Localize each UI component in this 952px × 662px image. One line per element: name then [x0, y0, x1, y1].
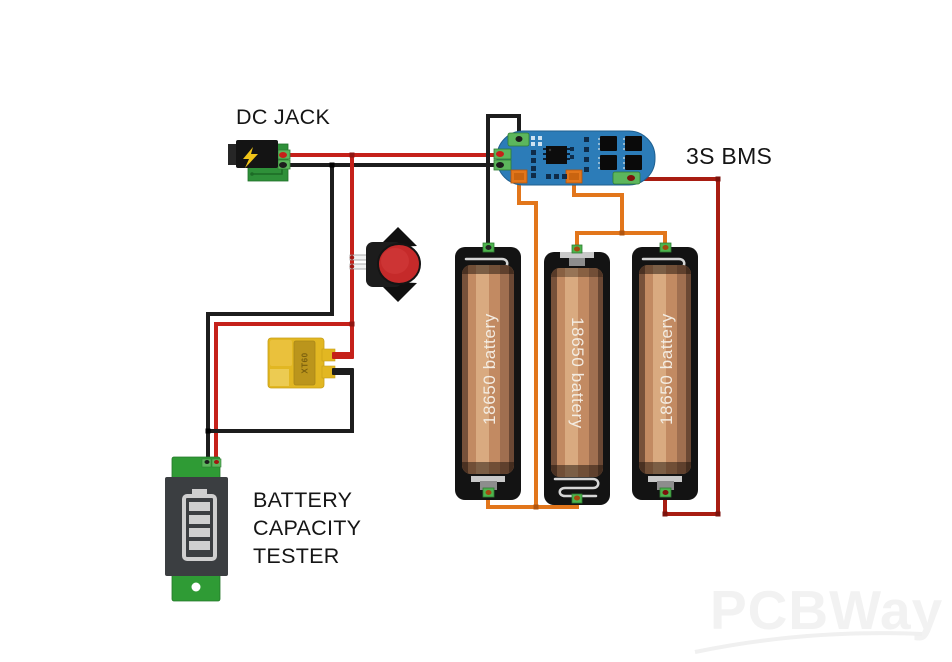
- terminal-plate: [560, 252, 594, 258]
- gauge-battery-outline: [182, 494, 217, 561]
- bms-b2-pad-inner: [569, 173, 579, 180]
- gauge-bar: [189, 515, 210, 524]
- dc-jack: [228, 140, 291, 182]
- solder-joint-black: [515, 136, 523, 142]
- junction-dot: [533, 504, 539, 510]
- pcb-via: [250, 172, 254, 176]
- xt60-red-lead: [332, 352, 354, 359]
- mosfet-chip: [625, 136, 642, 151]
- holder-spring: [553, 477, 600, 498]
- wire-balance-b1-riser: [517, 179, 538, 509]
- gauge-battery-tip: [192, 489, 207, 495]
- bms-smd-pads-light: [531, 136, 542, 146]
- battery1-label: 18650 battery: [480, 313, 499, 425]
- solder-joint-red: [349, 255, 355, 260]
- solder-joint-black: [279, 162, 287, 168]
- battery-cell: [462, 265, 514, 474]
- solder-joint-orange: [574, 495, 580, 501]
- xt60-label: XT60: [301, 352, 310, 373]
- xt60-body-tab: [270, 369, 289, 386]
- solder-joint-black: [485, 245, 492, 250]
- terminal-nub: [569, 258, 585, 266]
- mosfet-chip: [625, 155, 642, 170]
- battery-1: 18650 battery: [455, 242, 521, 500]
- bms-smd-pads-dark: [531, 137, 589, 179]
- tester-display: [165, 477, 228, 576]
- solder-joint-orange: [485, 490, 492, 495]
- gauge-bar: [189, 541, 210, 550]
- button-cap-highlight: [381, 248, 409, 274]
- ic-pins: [543, 148, 570, 160]
- solder-joint-red: [279, 152, 287, 158]
- watermark-text: PCBWay: [710, 579, 943, 641]
- mosfet-chip: [600, 155, 617, 170]
- mosfet-chip: [600, 136, 617, 151]
- bms-label: 3S BMS: [686, 143, 772, 169]
- junction-dot: [715, 511, 721, 517]
- battery-cell: [551, 268, 603, 477]
- xt60-connector: XT60: [267, 337, 354, 389]
- gauge-bar: [189, 502, 210, 511]
- wire-negative-branch-to-tester: [206, 163, 334, 465]
- junction-dot: [349, 321, 355, 327]
- wire-bminus-battery1-to-bms: [486, 114, 521, 252]
- junction-dot: [329, 162, 335, 168]
- gauge-bar: [189, 528, 210, 537]
- tester-mounting-hole: [191, 582, 201, 592]
- junction-dot: [619, 230, 625, 236]
- wire-balance-b2-riser: [572, 179, 624, 235]
- xt60-body-highlight: [270, 340, 292, 366]
- wire-junctions: [205, 152, 721, 517]
- solder-joint-red: [349, 264, 355, 269]
- xt60-label-plate: [293, 340, 316, 386]
- battery-capacity-tester: [165, 456, 228, 602]
- terminal-plate: [648, 476, 682, 482]
- solder-joint-orange: [574, 246, 580, 252]
- terminal-plate: [471, 476, 505, 482]
- terminal-nub: [657, 481, 674, 490]
- battery3-label: 18650 battery: [657, 313, 676, 425]
- junction-dot: [205, 428, 211, 434]
- solder-joint-red: [214, 460, 219, 464]
- battery-cell: [639, 265, 691, 474]
- solder-joint-black: [496, 162, 504, 168]
- watermark-swoosh: [694, 631, 923, 654]
- battery-2: 18650 battery: [544, 244, 610, 505]
- terminal-nub: [480, 481, 497, 490]
- solder-joint-black: [204, 460, 210, 464]
- junction-dot: [662, 511, 668, 517]
- bms-bplus-pad: [612, 171, 641, 185]
- solder-joint-darkred: [662, 490, 669, 495]
- ic-pin1-dot: [548, 148, 552, 152]
- battery2-label: 18650 battery: [568, 317, 587, 429]
- battery-gauge-icon: [182, 489, 217, 561]
- lightning-bolt-icon: [243, 147, 258, 168]
- wire-positive-branch-to-tester: [214, 322, 354, 465]
- tester-label-line2: CAPACITY: [253, 516, 361, 540]
- junction-dot: [715, 176, 721, 182]
- push-button: [349, 227, 421, 302]
- junction-dot: [349, 152, 355, 158]
- tester-label-line3: TESTER: [253, 544, 340, 568]
- battery-3: 18650 battery: [632, 242, 698, 500]
- dc-jack-sleeve: [228, 144, 237, 165]
- xt60-black-lead: [332, 368, 354, 375]
- bms-b1-pad-inner: [514, 173, 524, 180]
- wire-negative-xt60-return: [206, 369, 354, 433]
- tester-label-line1: BATTERY: [253, 488, 352, 512]
- mosfet-legs: [598, 138, 625, 169]
- pcbway-watermark: PCBWay: [694, 579, 943, 654]
- tester-label: BATTERY CAPACITY TESTER: [253, 488, 361, 568]
- bms-board: [493, 130, 656, 186]
- solder-joint-red: [496, 151, 504, 157]
- dc-jack-label: DC JACK: [236, 105, 330, 129]
- bms-mosfets: [600, 136, 642, 170]
- solder-joint-orange: [662, 245, 669, 250]
- solder-joint-darkred: [627, 175, 635, 181]
- bms-ic-chip: [546, 146, 567, 164]
